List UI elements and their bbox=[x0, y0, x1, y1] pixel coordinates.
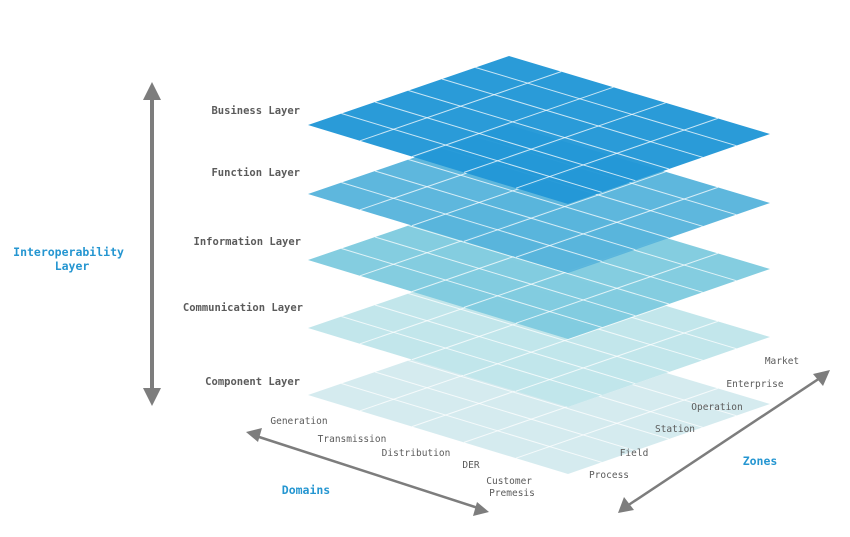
interoperability-arrow bbox=[143, 82, 161, 406]
zone-label-market: Market bbox=[765, 356, 799, 367]
zone-label-field: Field bbox=[620, 448, 649, 459]
layer-label-communication: Communication Layer bbox=[183, 302, 303, 314]
zones-arrow bbox=[618, 370, 830, 513]
domains-axis-title: Domains bbox=[282, 483, 330, 497]
domain-label-der: DER bbox=[462, 460, 479, 471]
layer-plane-communication bbox=[308, 259, 770, 407]
zone-label-process: Process bbox=[589, 470, 629, 481]
zones-axis-title: Zones bbox=[743, 454, 778, 468]
domain-label-generation: Generation bbox=[270, 416, 327, 427]
interoperability-axis-title: Interoperability Layer bbox=[13, 245, 131, 273]
domains-arrow bbox=[246, 428, 489, 516]
layer-plane-business bbox=[308, 56, 770, 204]
zone-label-station: Station bbox=[655, 424, 695, 435]
zone-label-enterprise: Enterprise bbox=[726, 379, 783, 390]
layer-label-business: Business Layer bbox=[211, 105, 300, 117]
domain-label-customer-premesis: Customer Premesis bbox=[486, 476, 538, 499]
domain-label-transmission: Transmission bbox=[318, 434, 387, 445]
layer-label-information: Information Layer bbox=[194, 236, 301, 248]
layer-planes bbox=[308, 56, 770, 474]
zone-label-operation: Operation bbox=[691, 402, 742, 413]
layer-label-function: Function Layer bbox=[211, 167, 300, 179]
layer-label-component: Component Layer bbox=[205, 376, 300, 388]
domain-label-distribution: Distribution bbox=[382, 448, 451, 459]
